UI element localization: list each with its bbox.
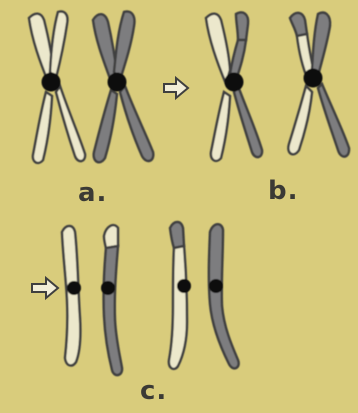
right-arrow-icon bbox=[32, 278, 58, 298]
panel-label-c: c. bbox=[140, 378, 167, 404]
centromere-a-left bbox=[42, 73, 61, 92]
panel-a bbox=[29, 12, 153, 163]
panel-label-b: b. bbox=[268, 178, 299, 204]
chromatid-c3 bbox=[169, 222, 187, 369]
chromatid-c4 bbox=[209, 224, 239, 368]
centromere-c4 bbox=[209, 279, 223, 293]
centromere-c1 bbox=[67, 281, 81, 295]
chromatid-c2 bbox=[104, 225, 122, 375]
panel-c bbox=[62, 222, 239, 375]
centromere-b-right bbox=[304, 69, 323, 88]
centromere-c2 bbox=[101, 281, 115, 295]
centromere-a-right bbox=[108, 73, 127, 92]
panel-label-a: a. bbox=[78, 180, 107, 206]
right-arrow-icon bbox=[164, 78, 188, 98]
panel-b bbox=[206, 12, 349, 160]
centromere-c3 bbox=[177, 279, 191, 293]
centromere-b-left bbox=[225, 73, 244, 92]
chromatid-c1 bbox=[62, 226, 80, 365]
